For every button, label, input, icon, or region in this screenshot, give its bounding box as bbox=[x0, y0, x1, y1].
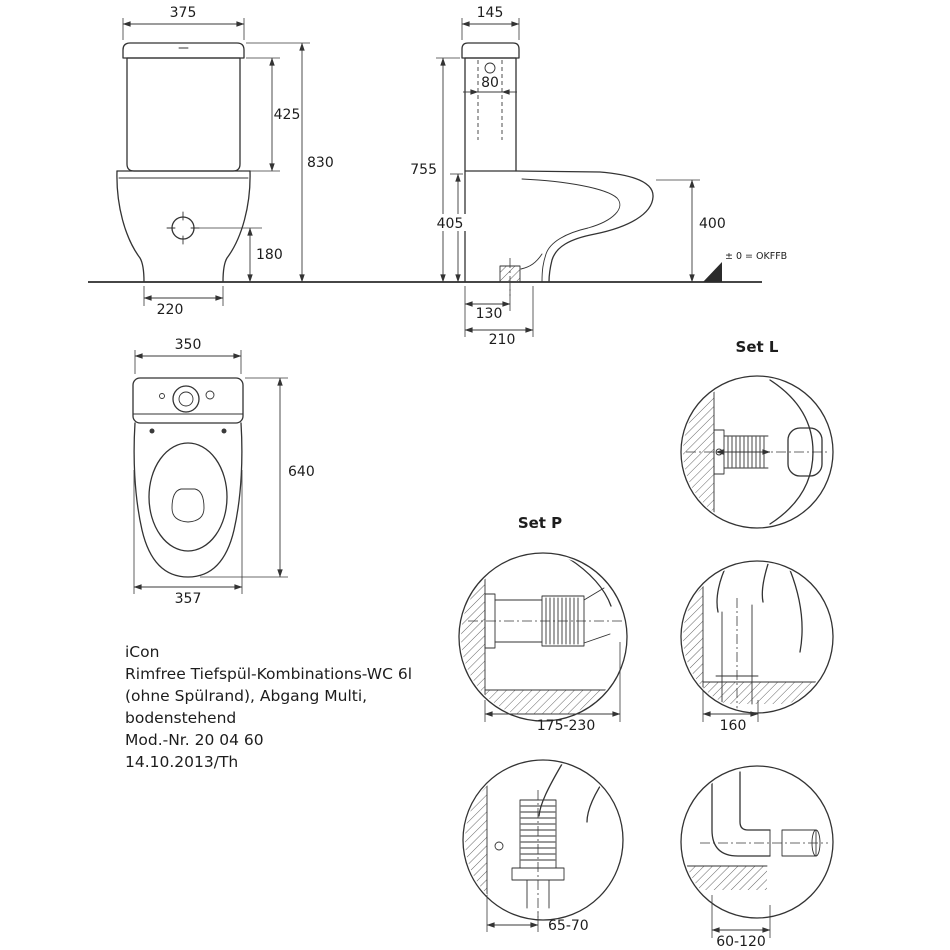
top-dim-bowl-width: 357 bbox=[133, 470, 243, 607]
dim-145-label: 145 bbox=[477, 5, 504, 21]
product-name: iCon bbox=[125, 643, 159, 661]
detail-extension-pipe: 60-120 bbox=[680, 765, 834, 950]
side-view: 145 80 755 405 400 ± 0 = OKFFB bbox=[410, 5, 787, 348]
cistern-top bbox=[132, 377, 244, 424]
side-dim-cistern-depth: 145 bbox=[461, 5, 520, 40]
dim-130-label: 130 bbox=[476, 306, 503, 322]
dim-175-230-label: 175-230 bbox=[537, 718, 596, 734]
side-dim-button: 80 bbox=[463, 75, 517, 95]
dim-830-label: 830 bbox=[307, 155, 334, 171]
front-dim-base-width: 220 bbox=[143, 286, 224, 318]
extension-pipe-dimension: 60-120 bbox=[711, 895, 771, 950]
hinge-hole bbox=[221, 428, 227, 434]
dim-425-label: 425 bbox=[274, 107, 301, 123]
cistern-side bbox=[464, 57, 517, 172]
product-description-2: (ohne Spülrand), Abgang Multi, bbox=[125, 687, 367, 705]
side-dim-mount-distance: 210 bbox=[464, 286, 534, 348]
set-p-content bbox=[461, 555, 625, 714]
trap-curve bbox=[520, 253, 543, 270]
flush-button-inner bbox=[178, 391, 194, 407]
dim-65-70-label: 65-70 bbox=[548, 918, 589, 934]
water-area bbox=[171, 488, 205, 523]
product-description-1: Rimfree Tiefspül-Kombinations-WC 6l bbox=[125, 665, 412, 683]
floor-reference-label: ± 0 = OKFFB bbox=[725, 251, 787, 262]
dim-220-label: 220 bbox=[157, 302, 184, 318]
set-p-label: Set P bbox=[518, 514, 562, 532]
product-date: 14.10.2013/Th bbox=[125, 753, 238, 771]
dim-357-label: 357 bbox=[175, 591, 202, 607]
side-dim-outlet-distance: 130 bbox=[464, 286, 511, 337]
bowl-inner-shell bbox=[521, 178, 621, 283]
bowl-opening bbox=[148, 442, 228, 552]
side-dim-tank-top-height: 755 bbox=[410, 57, 460, 283]
s-bend-dimension: 160 bbox=[702, 690, 759, 734]
floor-reference-triangle bbox=[703, 262, 722, 282]
set-p-dimension: 175-230 bbox=[484, 642, 621, 734]
product-description-3: bodenstehend bbox=[125, 709, 236, 727]
top-dim-cistern-width: 350 bbox=[134, 337, 242, 374]
hole-cross-ticks bbox=[166, 211, 200, 245]
side-dim-rim-height-tip: 400 bbox=[656, 179, 726, 283]
dim-210-label: 210 bbox=[489, 332, 516, 348]
dim-405-label: 405 bbox=[437, 216, 464, 232]
product-info: iCon Rimfree Tiefspül-Kombinations-WC 6l… bbox=[125, 643, 412, 771]
front-dim-outlet-height: 180 bbox=[196, 227, 283, 283]
set-l-label: Set L bbox=[736, 338, 779, 356]
dim-160-label: 160 bbox=[720, 718, 747, 734]
detail-circle bbox=[680, 765, 834, 919]
front-dim-total-height: 830 bbox=[246, 42, 334, 283]
bowl-side-outline bbox=[515, 170, 654, 283]
top-view: 350 640 357 bbox=[132, 337, 315, 607]
cistern-lid-side bbox=[461, 42, 520, 59]
detail-s-bend: 160 bbox=[680, 560, 834, 734]
lid-detail bbox=[205, 390, 215, 400]
outlet-section-hatch bbox=[500, 266, 520, 282]
detail-circle bbox=[462, 759, 624, 921]
cistern-lid bbox=[122, 42, 245, 59]
flush-button-outer bbox=[172, 385, 200, 413]
hinge-hole bbox=[149, 428, 155, 434]
dim-400-label: 400 bbox=[699, 216, 726, 232]
dim-180-label: 180 bbox=[256, 247, 283, 263]
floor-reference: ± 0 = OKFFB bbox=[703, 251, 787, 282]
cistern-body bbox=[126, 57, 241, 172]
front-dim-cistern-height: 425 bbox=[242, 57, 301, 172]
dim-375-label: 375 bbox=[170, 5, 197, 21]
bowl-outline bbox=[116, 170, 251, 283]
top-dim-total-depth: 640 bbox=[200, 377, 315, 578]
detail-vertical-outlet: 65-70 bbox=[462, 759, 624, 934]
front-dim-cistern-width: 375 bbox=[122, 5, 245, 40]
flush-button-side bbox=[484, 62, 496, 74]
vertical-outlet-dimension: 65-70 bbox=[486, 895, 589, 934]
set-l-content bbox=[683, 378, 828, 526]
detail-set-l: Set L bbox=[680, 338, 834, 529]
detail-circle bbox=[458, 552, 628, 722]
dim-640-label: 640 bbox=[288, 464, 315, 480]
product-model-number: Mod.-Nr. 20 04 60 bbox=[125, 731, 264, 749]
side-dim-rim-height-front: 405 bbox=[433, 173, 467, 283]
lid-detail bbox=[159, 393, 165, 399]
dim-755-label: 755 bbox=[410, 162, 437, 178]
front-view: 375 425 830 180 220 bbox=[116, 5, 334, 318]
extension-pipe-content bbox=[683, 771, 828, 890]
detail-set-p: Set P 175-230 bbox=[458, 514, 628, 734]
dim-350-label: 350 bbox=[175, 337, 202, 353]
dim-60-120-label: 60-120 bbox=[716, 934, 766, 950]
dim-80-label: 80 bbox=[481, 75, 499, 91]
detail-circle bbox=[680, 375, 834, 529]
bowl-top-outline bbox=[133, 422, 243, 578]
